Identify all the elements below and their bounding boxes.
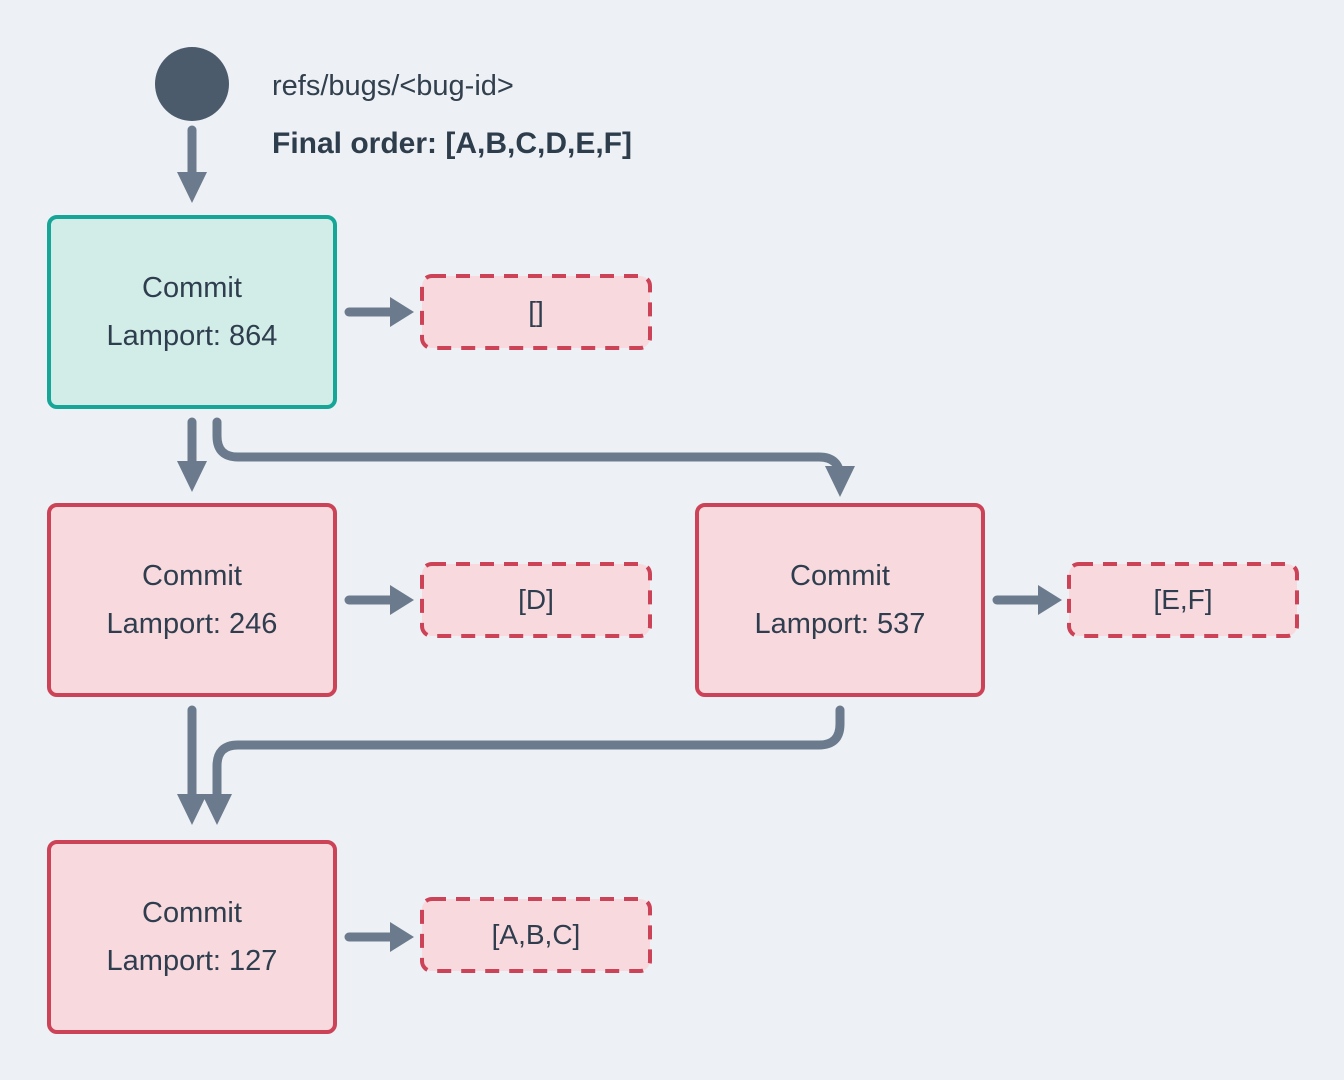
ops-box-d [420, 562, 652, 638]
final-order-label: Final order: [A,B,C,D,E,F] [272, 127, 632, 160]
commit-lamport: Lamport: 127 [106, 945, 278, 977]
commit-title: Commit [142, 271, 242, 304]
arrow-commit864-to-commit537-shaft [212, 417, 845, 483]
commit-node-246: Commit Lamport: 246 [47, 503, 337, 697]
ops-box-abc [420, 897, 652, 973]
commit-title: Commit [142, 559, 242, 592]
ref-node-dot [155, 47, 229, 121]
ref-label: refs/bugs/<bug-id> [272, 70, 514, 102]
commit-node-537: Commit Lamport: 537 [695, 503, 985, 697]
ops-label-abc: [A,B,C] [491, 919, 581, 950]
arrow-commit537-to-commit127-shaft [212, 705, 845, 800]
commit-lamport: Lamport: 864 [106, 320, 278, 352]
arrowhead-commit127-to-ops [390, 922, 414, 952]
arrowhead-commit537-to-commit127 [202, 794, 232, 825]
arrowhead-ref-to-commit864 [177, 172, 207, 203]
arrowhead-commit864-to-commit537 [825, 466, 855, 497]
ops-label-empty: [] [528, 296, 544, 327]
ops-box-empty [420, 274, 652, 350]
arrowhead-commit246-to-ops [390, 585, 414, 615]
ops-label-d: [D] [518, 584, 554, 615]
arrowhead-commit864-to-ops [390, 297, 414, 327]
arrowhead-commit537-to-ops [1038, 585, 1062, 615]
ops-label-ef: [E,F] [1153, 584, 1213, 615]
commit-node-127: Commit Lamport: 127 [47, 840, 337, 1034]
commit-title: Commit [142, 896, 242, 929]
commit-title: Commit [790, 559, 890, 592]
commit-lamport: Lamport: 537 [754, 608, 926, 640]
ops-box-ef [1067, 562, 1299, 638]
arrowhead-commit864-to-commit246 [177, 461, 207, 492]
arrowhead-commit246-to-commit127 [177, 794, 207, 825]
commit-node-864: Commit Lamport: 864 [47, 215, 337, 409]
commit-lamport: Lamport: 246 [106, 608, 278, 640]
